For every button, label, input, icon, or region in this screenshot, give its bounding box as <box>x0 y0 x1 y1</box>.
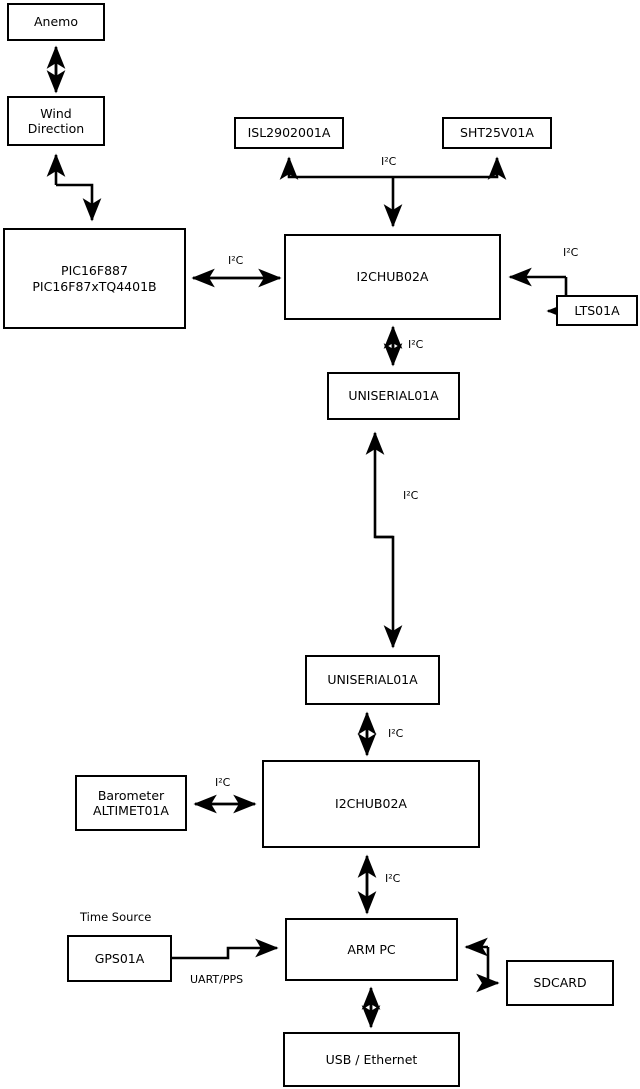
node-sdcard-label: SDCARD <box>533 975 587 991</box>
edge-label-uniserial-link: I²C <box>403 489 419 502</box>
edge-label-gps-arm-uart-pps: UART/PPS <box>190 973 244 986</box>
node-pic-microcontroller[interactable]: PIC16F887 PIC16F87xTQ4401B <box>3 228 186 329</box>
node-wind-direction[interactable]: Wind Direction <box>7 96 105 146</box>
node-usb-ethernet-label: USB / Ethernet <box>325 1051 418 1067</box>
node-sdcard[interactable]: SDCARD <box>506 960 614 1006</box>
node-i2chub02a-bottom[interactable]: I2CHUB02A <box>262 760 480 848</box>
node-sht25v01a[interactable]: SHT25V01A <box>442 117 552 149</box>
edge-label-sensor-bus: I²C <box>381 155 397 168</box>
label-time-source: Time Source <box>80 910 152 924</box>
node-uniserial01a-lower-label: UNISERIAL01A <box>327 672 418 688</box>
node-gps01a-label: GPS01A <box>94 950 145 966</box>
node-uniserial01a-upper-label: UNISERIAL01A <box>348 388 439 404</box>
node-anemo[interactable]: Anemo <box>7 3 105 41</box>
node-pic-microcontroller-label: PIC16F887 PIC16F87xTQ4401B <box>32 263 157 294</box>
node-i2chub02a-top[interactable]: I2CHUB02A <box>284 234 501 320</box>
node-wind-direction-label: Wind Direction <box>27 105 85 136</box>
edge-sensorbus-sht <box>393 156 507 180</box>
node-uniserial01a-upper[interactable]: UNISERIAL01A <box>327 372 460 420</box>
node-arm-pc-label: ARM PC <box>347 941 396 957</box>
node-i2chub02a-top-label: I2CHUB02A <box>356 269 429 285</box>
edge-arm-sdcard-out <box>476 947 500 993</box>
node-lts01a-label: LTS01A <box>574 302 620 318</box>
node-barometer-altimet01a[interactable]: Barometer ALTIMET01A <box>75 775 187 831</box>
node-isl2902001a[interactable]: ISL2902001A <box>234 117 344 149</box>
node-gps01a[interactable]: GPS01A <box>67 935 172 982</box>
edge-label-barometer-hub: I²C <box>215 776 231 789</box>
node-isl2902001a-label: ISL2902001A <box>247 125 331 141</box>
edge-label-hub-arm: I²C <box>385 872 401 885</box>
edge-pic-winddir-run <box>56 183 102 222</box>
node-i2chub02a-bottom-label: I2CHUB02A <box>335 796 407 812</box>
edge-label-uniserial-hub-lower: I²C <box>388 727 404 740</box>
node-sht25v01a-label: SHT25V01A <box>460 125 534 141</box>
edge-sensorbus-isl <box>279 156 393 180</box>
edge-uniserial-link-up <box>365 431 393 539</box>
edge-label-pic-hub: I²C <box>228 254 244 267</box>
node-barometer-altimet01a-label: Barometer ALTIMET01A <box>93 787 169 818</box>
edge-uniserial-link-down <box>375 535 403 649</box>
edge-label-hub-lts: I²C <box>563 246 579 259</box>
node-uniserial01a-lower[interactable]: UNISERIAL01A <box>305 655 440 705</box>
edge-gps-arm <box>172 938 279 960</box>
node-anemo-label: Anemo <box>34 14 78 30</box>
edge-label-hub-uniserial: I²C <box>408 338 424 351</box>
node-arm-pc[interactable]: ARM PC <box>285 918 458 981</box>
node-usb-ethernet[interactable]: USB / Ethernet <box>283 1032 460 1087</box>
node-lts01a[interactable]: LTS01A <box>556 295 638 326</box>
